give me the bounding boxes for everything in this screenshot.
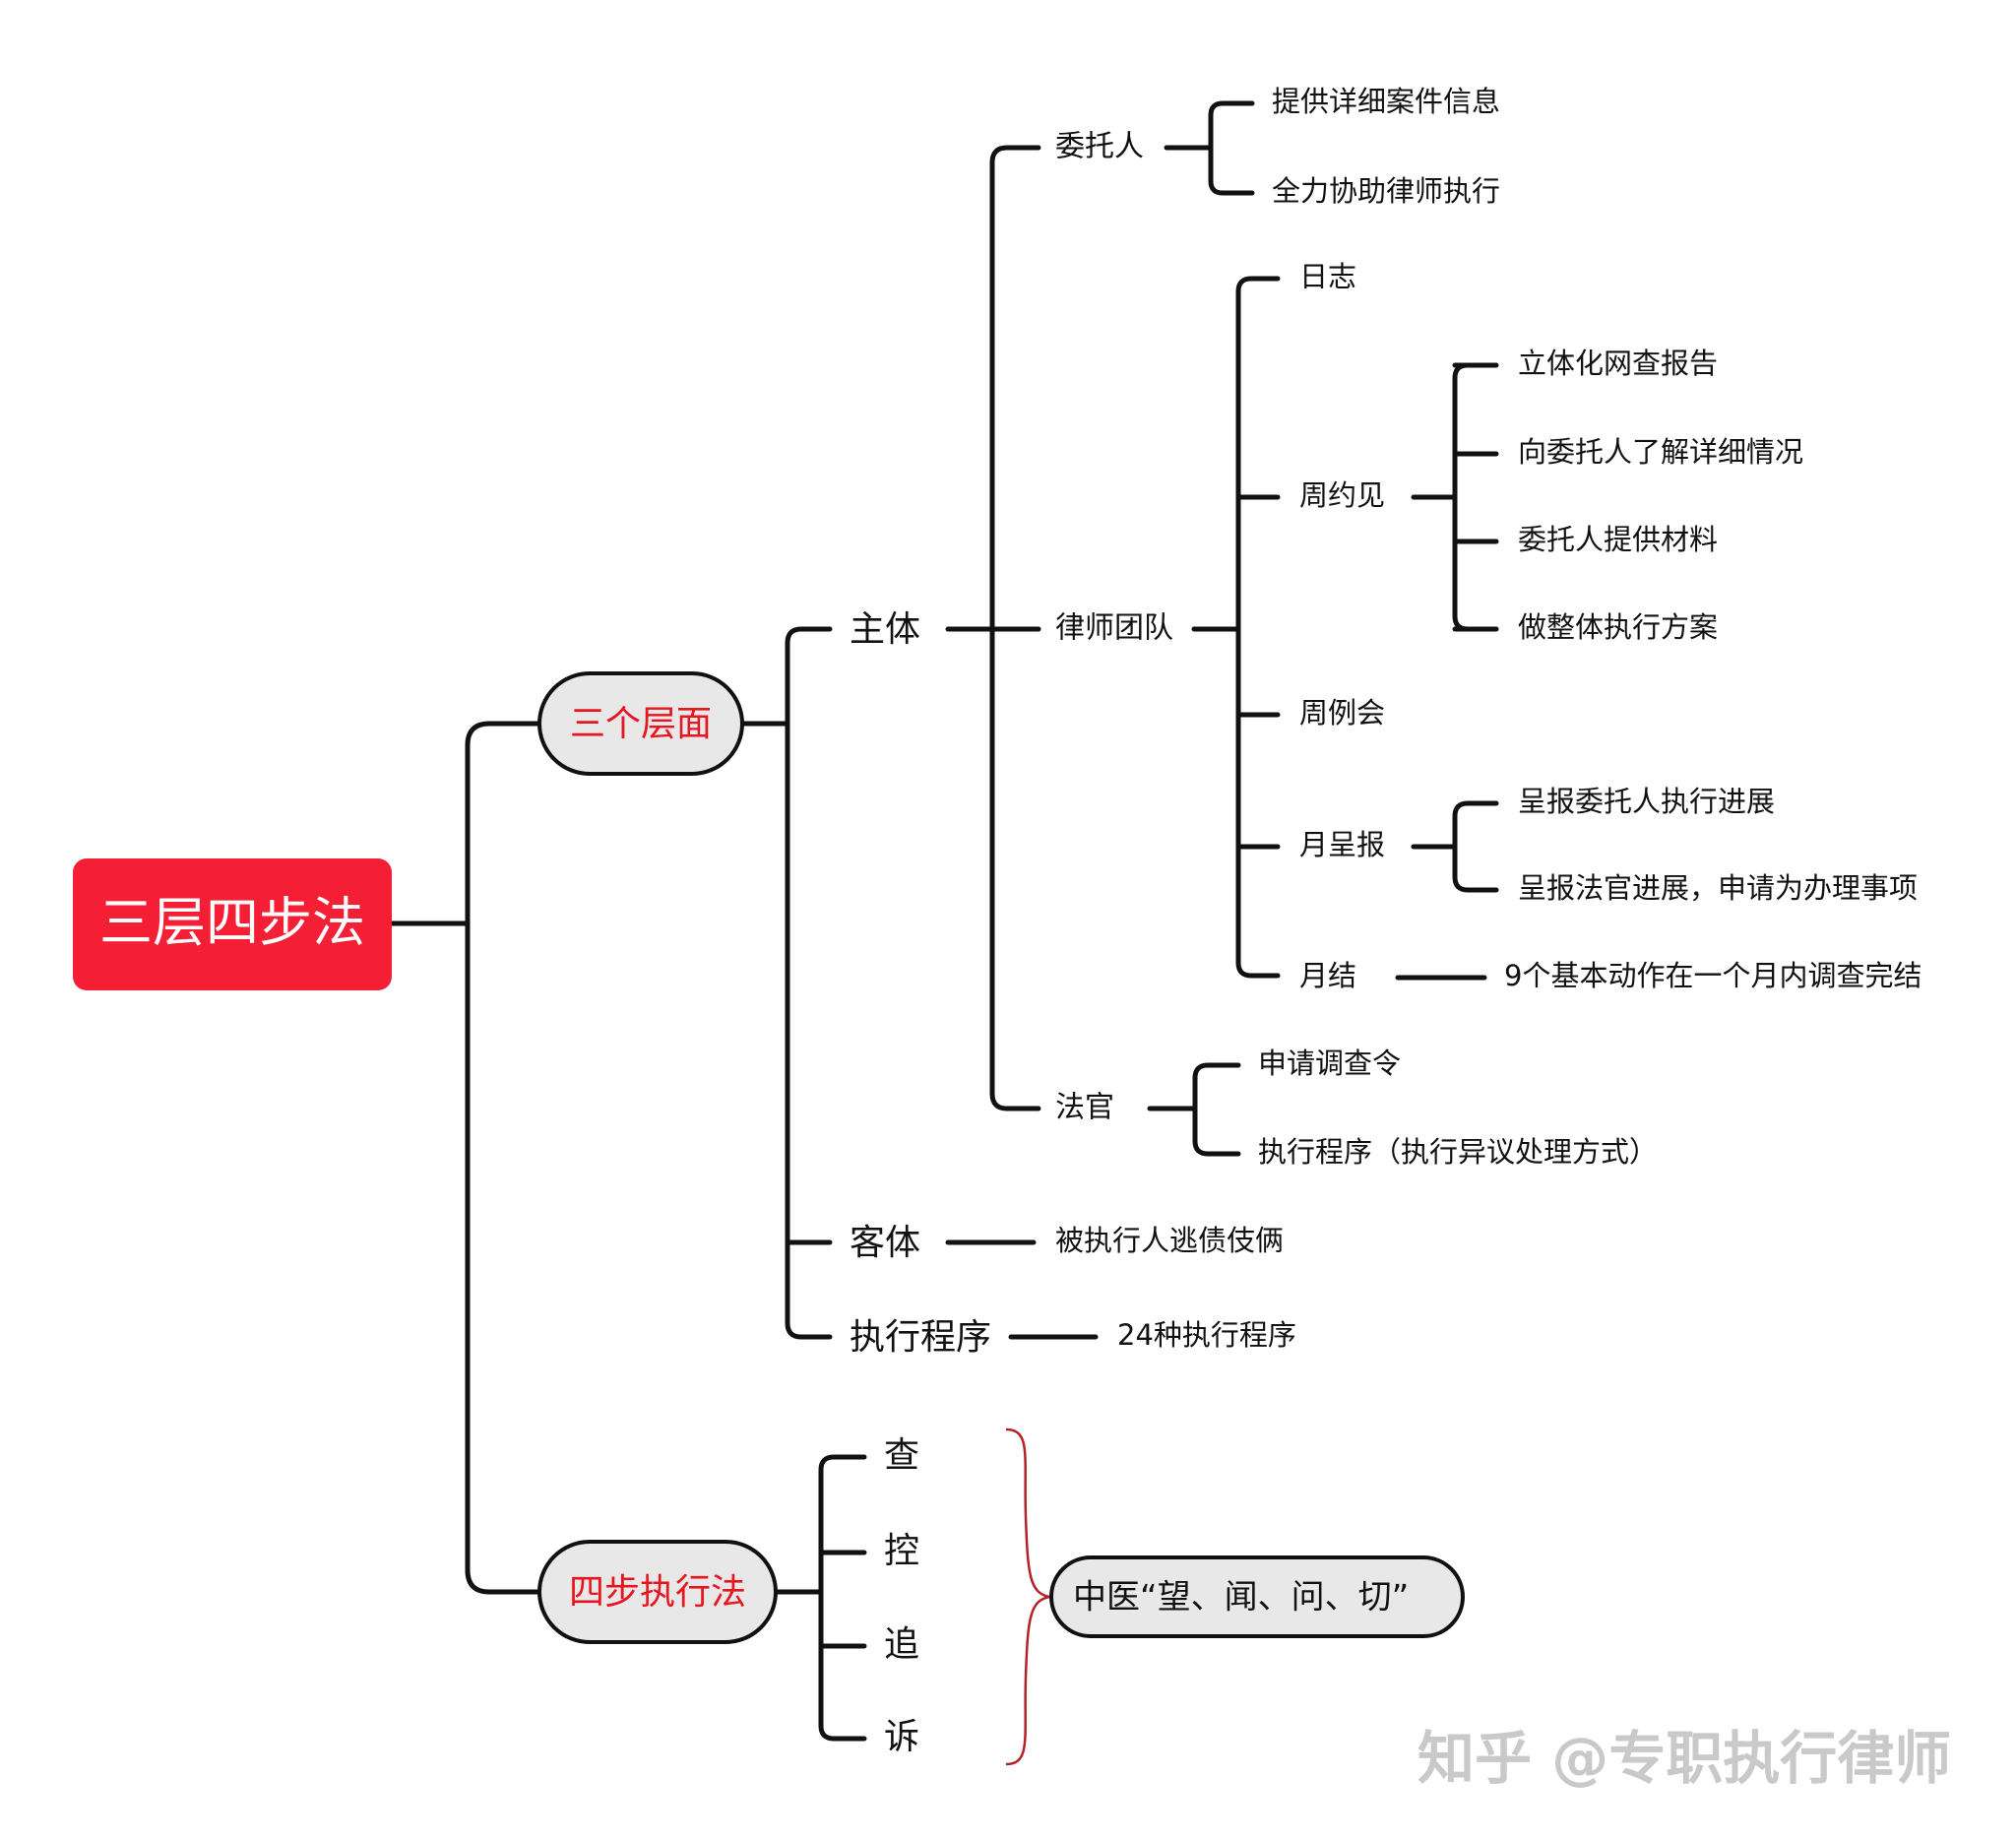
procedure-item: 24种执行程序 (1117, 1318, 1296, 1352)
step-check: 查 (884, 1435, 919, 1476)
node-subject: 主体 (850, 609, 920, 650)
judge-item-1: 申请调查令 (1258, 1047, 1401, 1080)
node-object: 客体 (850, 1223, 920, 1263)
team-log: 日志 (1299, 260, 1356, 293)
connector-subject-split (989, 145, 1041, 1111)
report-item-1: 呈报委托人执行进展 (1518, 785, 1775, 818)
report-item-2: 呈报法官进展，申请为办理事项 (1518, 871, 1918, 905)
weekly-item-2: 向委托人了解详细情况 (1518, 435, 1803, 469)
connector-client-split (1208, 100, 1255, 196)
connector-judge-split (1192, 1062, 1241, 1157)
step-control: 控 (884, 1531, 919, 1571)
root-node-label: 三层四步法 (99, 892, 365, 954)
step-sue: 诉 (884, 1717, 919, 1757)
team-monthly-report: 月呈报 (1299, 828, 1385, 861)
connector-team-split (1235, 276, 1281, 979)
weekly-item-4: 做整体执行方案 (1518, 610, 1718, 644)
close-item: 9个基本动作在一个月内调查完结 (1504, 959, 1922, 992)
analogy-box (1049, 1555, 1465, 1638)
connector-levels-split (785, 626, 833, 1340)
watermark-text: 知乎 @专职执行律师 (1418, 1725, 1951, 1792)
connector-report-split (1452, 800, 1499, 893)
team-monthly-close: 月结 (1299, 959, 1356, 992)
branch-three-levels-box (537, 671, 744, 776)
step-pursue: 追 (884, 1624, 919, 1665)
analogy-label: 中医“望、闻、问、切” (1073, 1578, 1409, 1618)
node-procedure: 执行程序 (850, 1317, 991, 1358)
branch-four-steps-box (537, 1540, 778, 1644)
team-weekly-routine: 周例会 (1299, 696, 1385, 730)
judge-item-2: 执行程序（执行异议处理方式） (1258, 1135, 1658, 1169)
connectors (389, 100, 1499, 1742)
connector-weekly-split (1452, 362, 1472, 632)
branch-three-levels-label: 三个层面 (570, 704, 712, 744)
object-item: 被执行人逃债伎俩 (1055, 1224, 1284, 1257)
client-item-2: 全力协助律师执行 (1272, 174, 1500, 208)
branch-four-steps-label: 四步执行法 (569, 1572, 746, 1613)
node-judge: 法官 (1055, 1091, 1114, 1125)
node-client: 委托人 (1055, 130, 1144, 164)
team-weekly-meeting: 周约见 (1299, 478, 1385, 512)
node-lawyer-team: 律师团队 (1055, 611, 1173, 646)
steps-brace (1005, 1428, 1050, 1766)
weekly-item-3: 委托人提供材料 (1518, 523, 1718, 556)
connector-steps-split (818, 1454, 867, 1742)
weekly-item-1: 立体化网查报告 (1518, 347, 1718, 380)
connector-root-split (465, 721, 542, 1595)
root-node-box (73, 858, 392, 990)
client-item-1: 提供详细案件信息 (1272, 85, 1500, 118)
